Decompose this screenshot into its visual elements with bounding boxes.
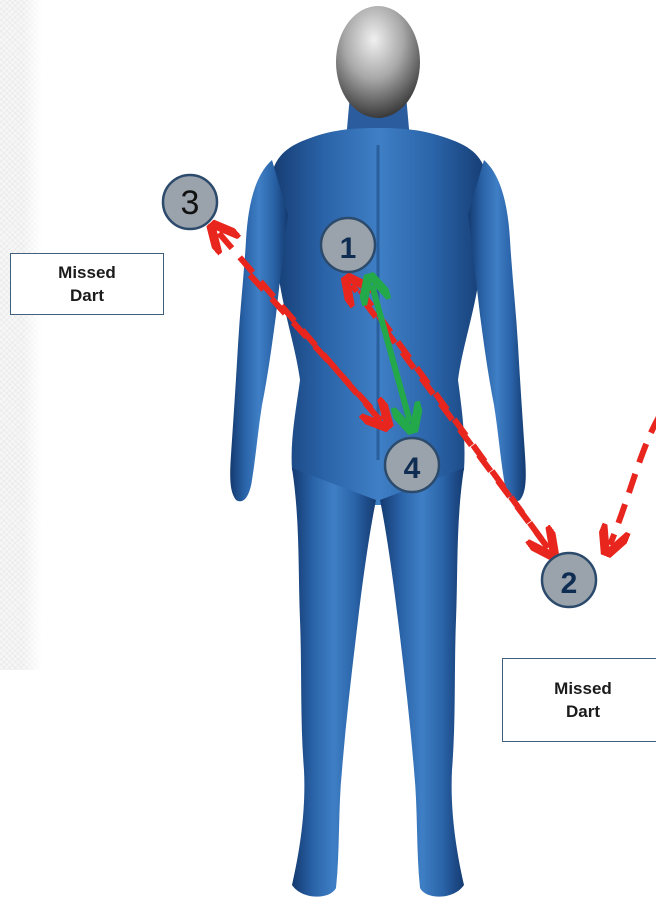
missed-dart-label-right: Missed Dart [502, 658, 656, 742]
figure-left-arm [230, 160, 288, 501]
figure-head [336, 6, 420, 118]
marker-3-label: 3 [181, 184, 200, 222]
dart-path-offscreen-to-2 [610, 415, 656, 545]
marker-4: 4 [385, 438, 439, 492]
marker-4-label: 4 [404, 452, 421, 485]
human-figure [230, 6, 526, 897]
marker-2: 2 [542, 553, 596, 607]
figure-right-leg [380, 468, 464, 897]
marker-1-label: 1 [340, 232, 357, 265]
figure-left-leg [292, 468, 376, 897]
marker-2-label: 2 [561, 567, 578, 600]
missed-dart-label-left: Missed Dart [10, 253, 164, 315]
marker-1: 1 [321, 218, 375, 272]
marker-3: 3 [163, 175, 217, 229]
